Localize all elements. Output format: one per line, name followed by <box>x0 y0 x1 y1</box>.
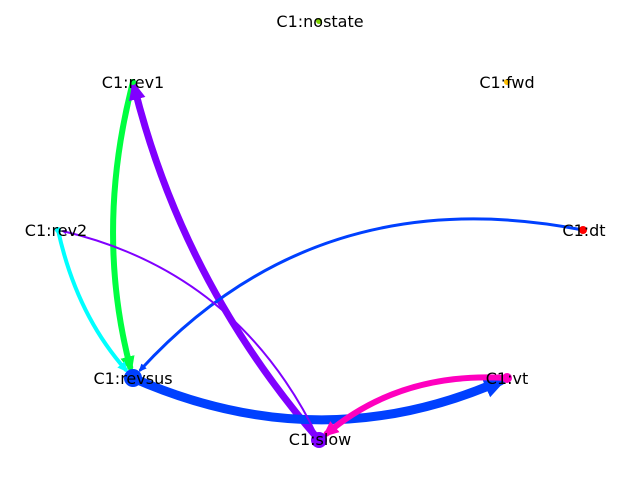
node-label-dt: C1:dt <box>562 221 605 240</box>
node-revsus <box>124 369 142 387</box>
labels-layer: C1:nostate C1:rev1 C1:fwd C1:rev2 C1:dt … <box>25 12 606 449</box>
edge-dt-to-revsus <box>138 217 585 372</box>
node-nostate <box>316 18 322 24</box>
node-vt <box>502 373 512 383</box>
edge-slow-to-rev1 <box>129 80 323 444</box>
edge-revsus-to-vt <box>128 373 509 425</box>
node-label-rev2: C1:rev2 <box>25 221 87 240</box>
node-label-slow: C1:slow <box>289 430 351 449</box>
node-rev1 <box>130 79 136 85</box>
node-label-revsus: C1:revsus <box>93 369 172 388</box>
edge-rev2-to-revsus <box>56 228 129 373</box>
node-fwd <box>504 79 510 85</box>
node-label-vt: C1:vt <box>486 369 528 388</box>
node-rev2 <box>55 227 61 233</box>
node-label-nostate: C1:nostate <box>276 12 363 31</box>
node-dt <box>579 226 587 234</box>
node-label-fwd: C1:fwd <box>479 73 534 92</box>
node-label-rev1: C1:rev1 <box>102 73 164 92</box>
node-slow <box>311 432 327 448</box>
edge-rev1-to-revsus <box>110 79 136 373</box>
edge-vt-to-slow <box>322 374 510 438</box>
edge-slow-to-rev2 <box>61 229 320 441</box>
nodes-layer <box>55 18 587 448</box>
edges-layer <box>56 79 585 444</box>
